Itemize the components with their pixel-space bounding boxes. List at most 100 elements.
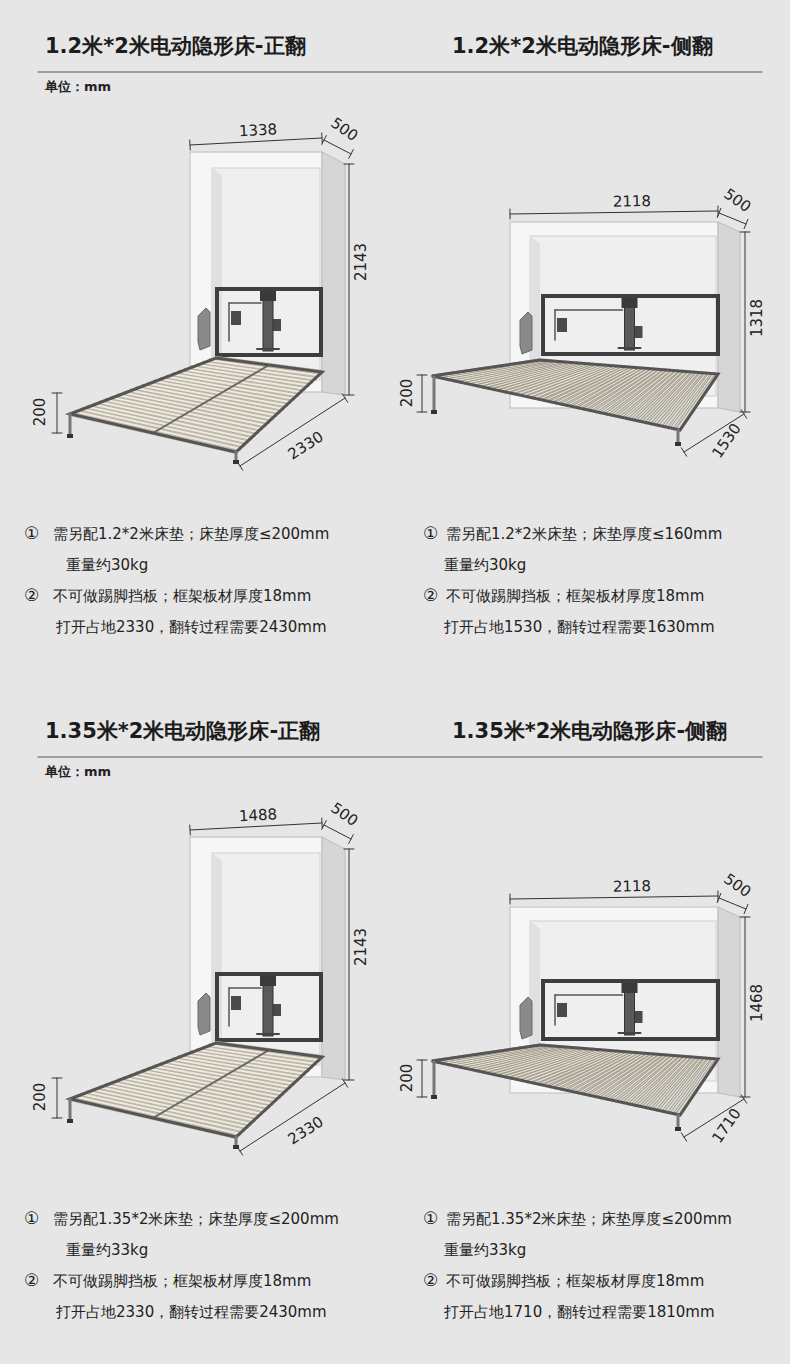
dimension-tick <box>740 917 750 918</box>
pivot-bracket <box>520 312 532 354</box>
control-box <box>273 319 281 331</box>
actuator <box>263 978 273 1036</box>
dimension-label: 2330 <box>285 1113 326 1148</box>
control-box <box>231 996 241 1010</box>
cabinet-front <box>190 837 322 1077</box>
dimension-label: 200 <box>399 379 416 408</box>
dimension-label: 200 <box>32 1083 49 1112</box>
wire <box>229 302 261 304</box>
dimension-tick <box>52 1078 62 1079</box>
dimension-tick <box>417 1097 427 1098</box>
cabinet-recess <box>212 853 320 1065</box>
callout-number: ① <box>423 1209 438 1229</box>
leg-foot <box>67 1119 73 1123</box>
dimension-tick <box>344 849 354 850</box>
dimension-tick <box>717 893 721 902</box>
bed-slat <box>674 1059 714 1114</box>
motor <box>622 983 638 993</box>
bed-base <box>432 360 718 430</box>
callout-number: ① <box>423 524 438 544</box>
pivot-bracket <box>198 993 210 1035</box>
note-text: 需另配1.2*2米床垫；床垫厚度≤160mm <box>446 526 722 543</box>
bed-frame <box>432 1045 718 1115</box>
unit-note: 单位：mm <box>45 80 111 95</box>
headboard-frame <box>543 981 718 1039</box>
motor <box>260 976 276 986</box>
actuator <box>263 293 273 351</box>
note-text: 需另配1.2*2米床垫；床垫厚度≤200mm <box>53 526 329 543</box>
dimension-label: 2330 <box>285 428 326 463</box>
note-text: 不可做踢脚挡板；框架板材厚度18mm <box>53 588 311 605</box>
bed-base <box>432 1045 718 1115</box>
note-text: 不可做踢脚挡板；框架板材厚度18mm <box>446 588 704 605</box>
dimension-label: 1318 <box>749 299 766 337</box>
note-text: 打开占地1530，翻转过程需要1630mm <box>444 619 715 636</box>
unit-note: 单位：mm <box>45 765 111 780</box>
dimension-label: 500 <box>327 800 360 831</box>
section-heading: 1.2米*2米电动隐形床-正翻 <box>45 34 306 58</box>
leg-foot <box>431 1095 437 1099</box>
note-text: 打开占地2330，翻转过程需要2430mm <box>56 619 327 636</box>
bed-leg <box>677 1115 680 1127</box>
dimension-tick <box>344 1080 354 1081</box>
cabinet-recess <box>212 168 320 380</box>
dimension-line <box>349 849 350 1080</box>
dimension-line <box>240 398 345 466</box>
divider-line <box>38 72 762 73</box>
cabinet-side <box>718 222 740 412</box>
crossbar <box>257 1033 279 1035</box>
wire <box>554 310 556 340</box>
callout-number: ② <box>24 1271 39 1291</box>
pivot-bracket <box>520 997 532 1039</box>
control-box <box>231 311 241 325</box>
dimension-label: 200 <box>32 398 49 427</box>
note-text: 不可做踢脚挡板；框架板材厚度18mm <box>446 1273 704 1290</box>
dimension-tick <box>741 410 746 418</box>
dimension-tick <box>344 395 354 396</box>
note-text: 需另配1.35*2米床垫；床垫厚度≤200mm <box>446 1211 732 1228</box>
crossbar <box>619 347 641 349</box>
front-flip-bed <box>52 818 354 1155</box>
dimension-line <box>422 1060 423 1097</box>
wire <box>554 995 556 1025</box>
callout-number: ② <box>423 586 438 606</box>
dimension-tick <box>189 140 191 150</box>
dimension-tick <box>237 462 242 470</box>
dimension-tick <box>344 164 354 165</box>
cabinet-front <box>190 152 322 392</box>
divider-line <box>38 757 762 758</box>
side-flip-bed <box>417 891 750 1141</box>
dimension-label: 1710 <box>709 1105 745 1146</box>
dimension-tick <box>237 1147 242 1155</box>
crossbar <box>619 1032 641 1034</box>
leg-foot <box>431 410 437 414</box>
dimension-tick <box>509 209 510 219</box>
bed-slat <box>669 1058 710 1112</box>
leg-foot <box>675 442 681 446</box>
dimension-tick <box>417 1060 427 1061</box>
dimension-label: 2118 <box>613 878 651 896</box>
bed-slat <box>674 374 714 429</box>
dimension-line <box>240 1083 345 1151</box>
callout-number: ① <box>24 524 39 544</box>
headboard-frame <box>217 974 321 1040</box>
dimension-line <box>510 211 718 214</box>
dimension-tick <box>740 1097 750 1098</box>
bed-leg <box>69 414 72 434</box>
dimension-tick <box>349 150 354 159</box>
side-flip-bed <box>417 206 750 456</box>
dimension-tick <box>52 393 62 394</box>
leg-foot <box>67 434 73 438</box>
dimension-tick <box>744 904 748 913</box>
bed-slat <box>669 373 710 427</box>
note-text: 重量约30kg <box>66 557 148 574</box>
headboard-frame <box>217 289 321 355</box>
dimension-tick <box>321 133 323 143</box>
dimension-label: 500 <box>720 186 753 217</box>
control-box <box>273 1004 281 1016</box>
dimension-tick <box>417 375 427 376</box>
cabinet-side <box>322 152 345 395</box>
bed-slat <box>674 374 714 429</box>
bed-slat <box>669 1058 710 1112</box>
